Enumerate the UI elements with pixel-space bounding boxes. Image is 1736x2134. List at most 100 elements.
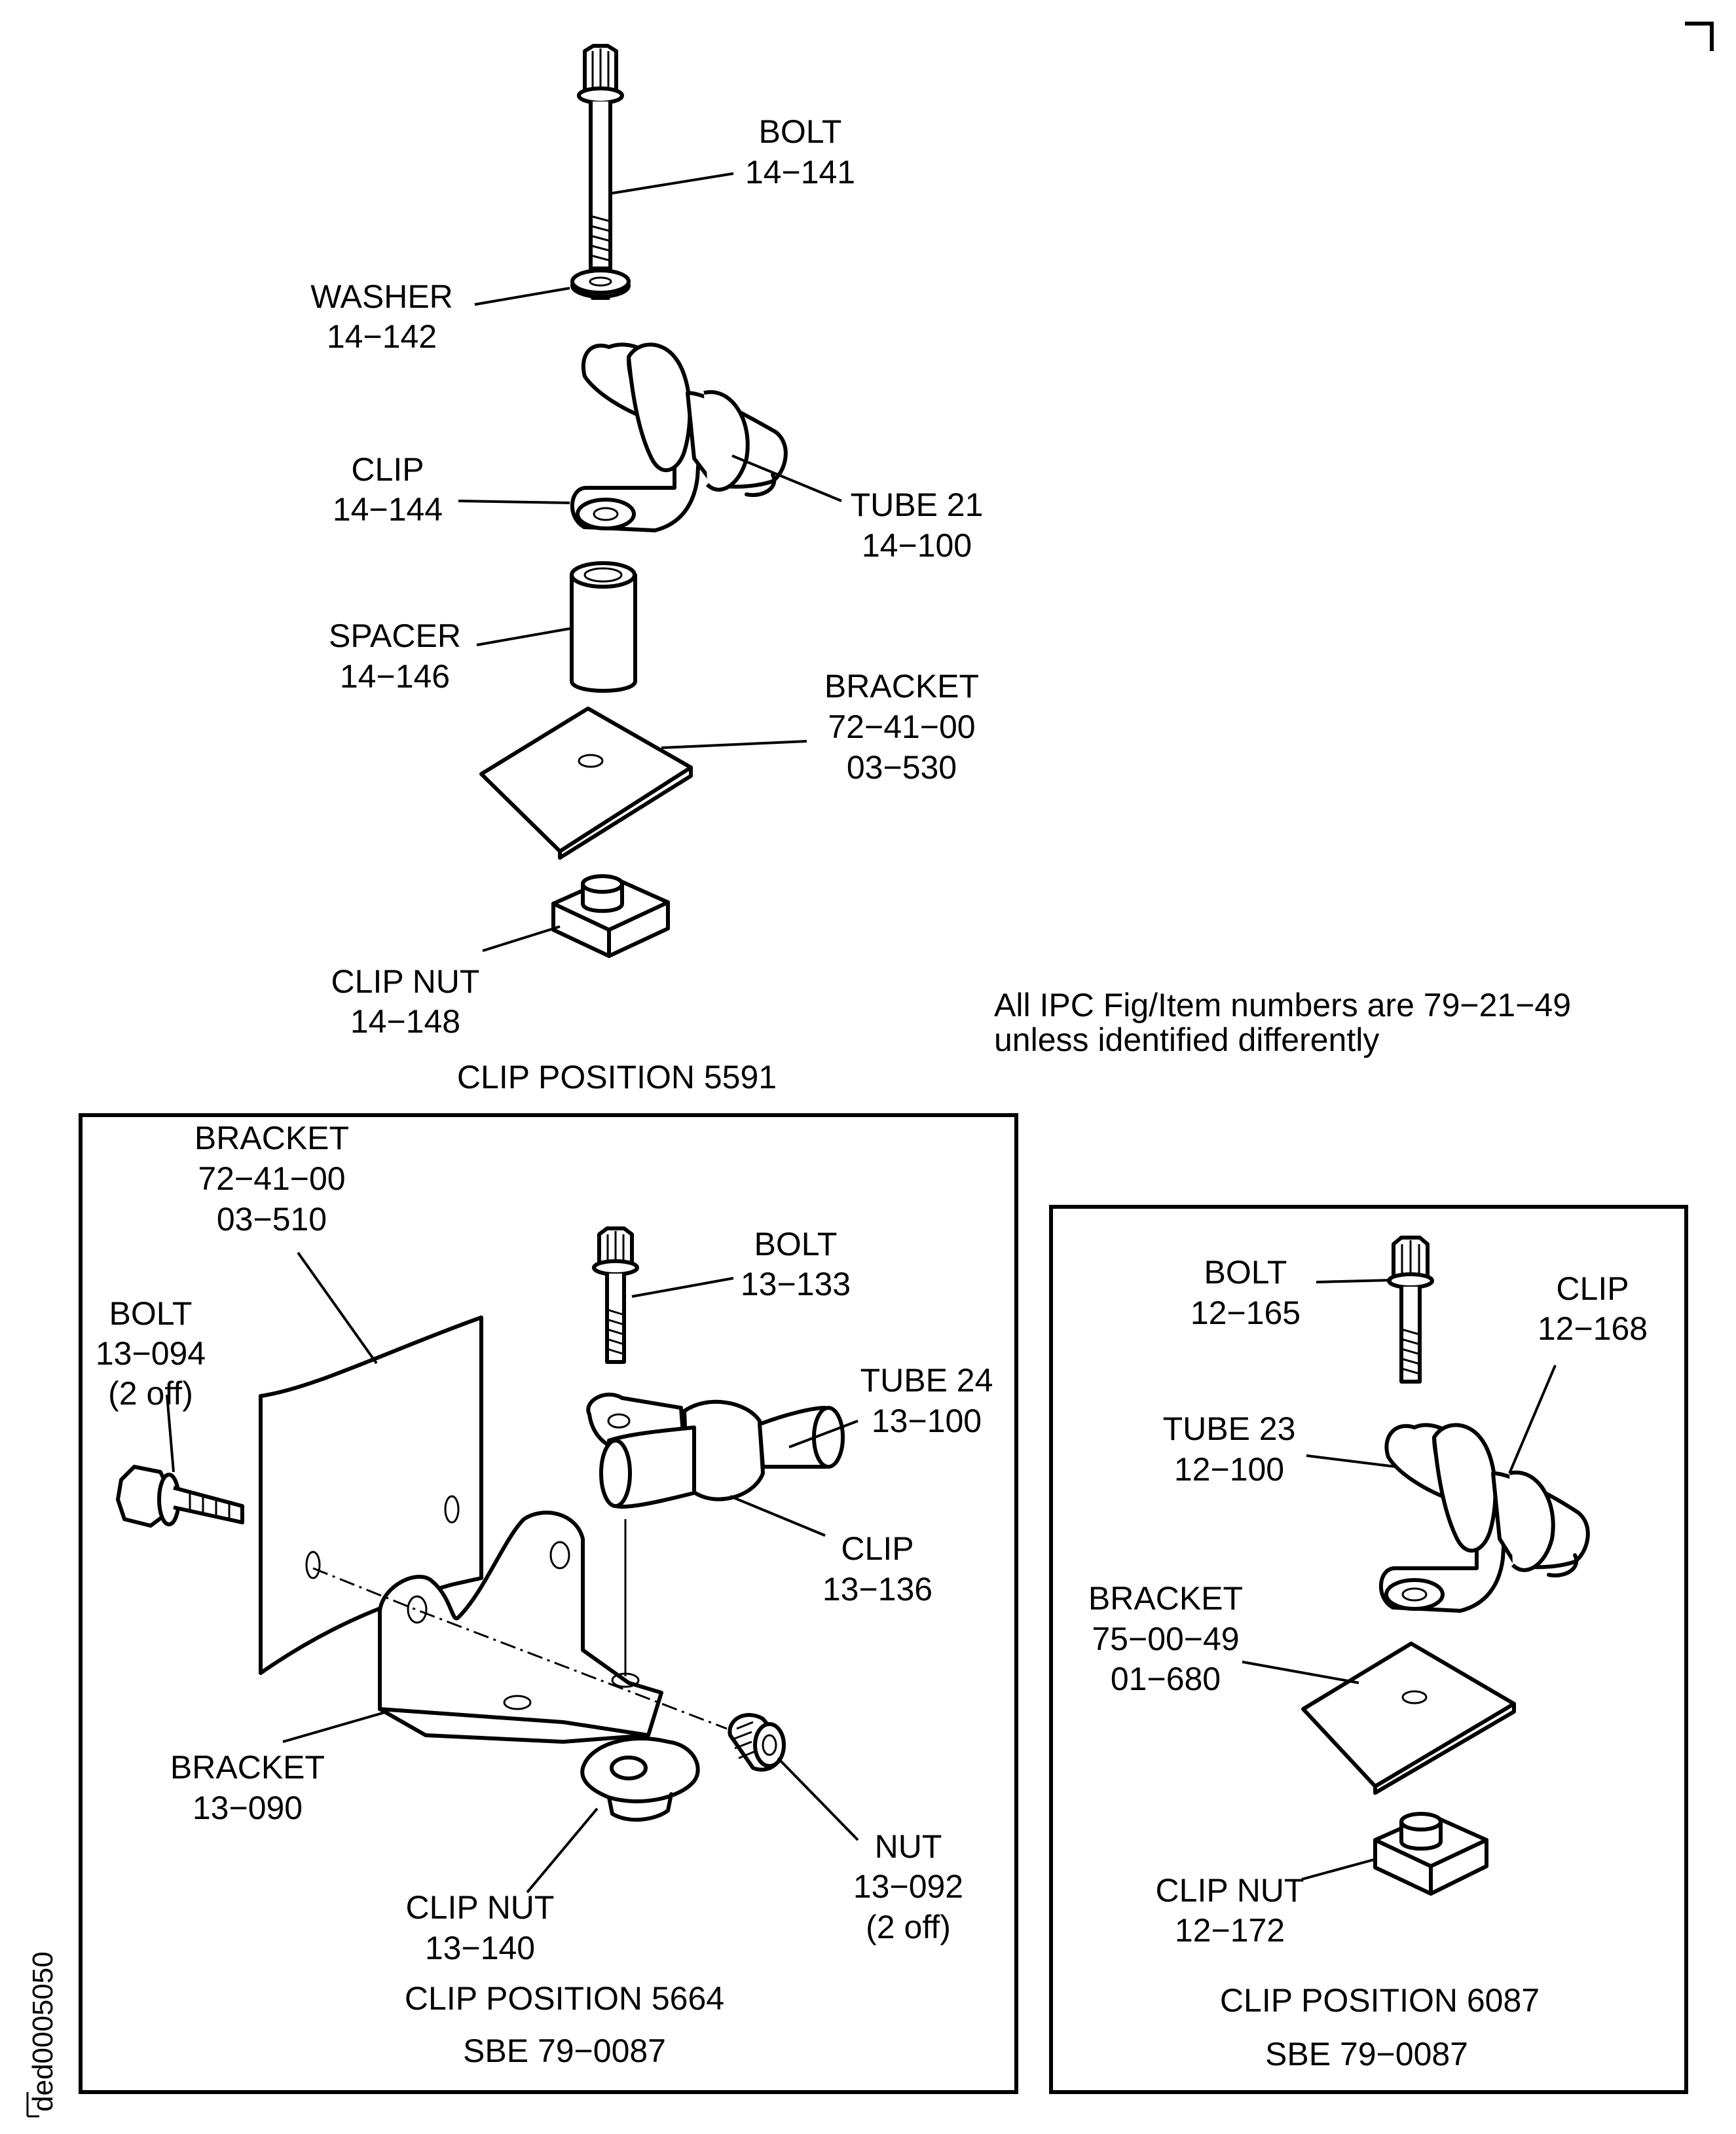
leader-bracket-03-510: [297, 1251, 378, 1365]
label-clipnut-ref: 14−148: [350, 1003, 460, 1040]
label-spacer-name: SPACER: [329, 617, 461, 654]
spacer-14-146: [570, 561, 637, 693]
label-bracket-ref: 13−090: [193, 1790, 303, 1826]
caption-clip-position-5664: CLIP POSITION 5664: [405, 1980, 724, 2017]
label-bolt-ref: 14−141: [745, 154, 855, 191]
clip-nut-14-148: [551, 874, 670, 958]
label-bracket-top-ref2: 03−510: [217, 1201, 327, 1238]
label-bracket-ref2: 01−680: [1111, 1661, 1221, 1697]
leader-bracket-01-680: [1242, 1661, 1359, 1684]
label-clipnut-name: CLIP NUT: [1156, 1872, 1304, 1909]
label-bracket-ref1: 72−41−00: [828, 708, 975, 745]
label-clip-name: CLIP: [841, 1530, 914, 1567]
label-clipnut-ref: 12−172: [1175, 1912, 1285, 1949]
figure-code-mark: [26, 2092, 39, 2118]
bracket-01-680: [1301, 1642, 1516, 1795]
leader-nut-13-092: [777, 1757, 859, 1841]
label-bracket-name: BRACKET: [170, 1749, 325, 1786]
sbe-6087: SBE 79−0087: [1265, 2036, 1468, 2072]
label-clipnut-ref: 13−140: [425, 1930, 535, 1966]
tube-23: [1491, 1470, 1590, 1577]
leader-bolt-12-165: [1316, 1279, 1392, 1283]
leader-bolt-14-141: [612, 172, 734, 194]
label-bolt-left-ref: 13−094: [96, 1335, 206, 1372]
bolt-14-141: [577, 44, 624, 270]
label-tube-name: TUBE 23: [1163, 1410, 1296, 1447]
corner-mark: [1685, 22, 1714, 51]
tube-24: [599, 1406, 845, 1509]
clip-12-168: [1378, 1423, 1508, 1613]
leader-bolt-13-094: [166, 1394, 175, 1473]
bolt-13-094: [116, 1465, 244, 1528]
sbe-5664: SBE 79−0087: [463, 2033, 666, 2069]
label-clipnut-name: CLIP NUT: [331, 963, 480, 1000]
label-bracket-name: BRACKET: [824, 668, 979, 705]
label-tube-name: TUBE 24: [860, 1362, 993, 1399]
label-tube-name: TUBE 21: [851, 487, 984, 523]
bracket-03-530: [479, 707, 693, 860]
frame-clip-position-5664: [79, 1113, 1018, 2094]
note-line-2: unless identified differently: [994, 1021, 1379, 1058]
clip-nut-12-172: [1373, 1812, 1488, 1896]
label-clip-ref: 14−144: [333, 491, 443, 528]
leader-clip-14-144: [458, 500, 570, 504]
label-bolt-ref: 13−133: [741, 1266, 851, 1302]
washer-14-142: [570, 268, 631, 300]
centreline-5664: [312, 1567, 728, 1730]
label-clip-ref: 13−136: [822, 1571, 933, 1608]
label-clip-name: CLIP: [1556, 1270, 1629, 1307]
label-clip-ref: 12−168: [1538, 1310, 1648, 1347]
label-tube-ref: 14−100: [862, 527, 972, 564]
label-bolt-name: BOLT: [754, 1226, 838, 1262]
group-clip-position-5591: BOLT 14−141 WASHER 14−142 CLIP 14−144 TU…: [310, 44, 984, 1095]
label-bracket-ref1: 75−00−49: [1092, 1621, 1239, 1657]
bolt-13-133: [592, 1226, 639, 1364]
clip-nut-13-140: [580, 1736, 700, 1822]
bolt-12-165: [1387, 1236, 1434, 1384]
leader-tube-21: [731, 454, 842, 502]
clip-14-144: [570, 342, 703, 532]
bracket-13-090: [378, 1511, 663, 1744]
leader-tube-24: [788, 1420, 859, 1448]
leader-spacer-14-146: [476, 627, 570, 646]
leader-bracket-03-530: [661, 740, 807, 749]
label-nut-ref: 13−092: [853, 1868, 963, 1905]
leader-clip-nut-13-140: [526, 1807, 599, 1894]
label-bracket-ref2: 03−530: [847, 749, 957, 786]
label-tube-ref: 12−100: [1174, 1451, 1284, 1488]
group-clip-position-6087: BOLT 12−165 CLIP 12−168 TUBE 23 12−100 B…: [1049, 1205, 1688, 2094]
leader-clip-nut-12-172: [1301, 1858, 1375, 1881]
caption-clip-position-5591: CLIP POSITION 5591: [457, 1059, 777, 1095]
label-bracket-name: BRACKET: [1088, 1580, 1243, 1617]
nut-13-092: [728, 1713, 786, 1772]
label-clip-name: CLIP: [351, 451, 424, 488]
tube-21: [686, 390, 788, 497]
leader-clip-nut-14-148: [482, 925, 561, 952]
label-bolt-name: BOLT: [1204, 1254, 1287, 1291]
label-bolt-left-name: BOLT: [109, 1295, 193, 1332]
caption-clip-position-6087: CLIP POSITION 6087: [1220, 1982, 1540, 2019]
label-bracket-top-ref1: 72−41−00: [198, 1160, 345, 1197]
frame-clip-position-6087: [1049, 1205, 1688, 2094]
leader-bracket-13-090: [282, 1711, 386, 1743]
label-washer-ref: 14−142: [327, 318, 437, 355]
label-bolt-name: BOLT: [759, 113, 842, 150]
leader-washer-14-142: [474, 287, 570, 306]
label-washer-name: WASHER: [310, 278, 453, 315]
leader-bolt-13-133: [631, 1277, 734, 1298]
group-clip-position-5664: BRACKET 72−41−00 03−510 BOLT 13−094 (2 o…: [79, 1113, 1018, 2094]
label-nut-name: NUT: [875, 1828, 942, 1865]
note-line-1: All IPC Fig/Item numbers are 79−21−49: [994, 987, 1571, 1023]
label-clipnut-name: CLIP NUT: [406, 1889, 555, 1926]
label-bolt-ref: 12−165: [1191, 1295, 1301, 1331]
leader-tube-23: [1306, 1454, 1397, 1468]
label-bracket-top-name: BRACKET: [194, 1120, 349, 1156]
leader-clip-13-136: [729, 1495, 826, 1537]
label-bolt-left-qty: (2 off): [108, 1375, 193, 1412]
leader-clip-12-168: [1508, 1365, 1557, 1474]
label-spacer-ref: 14−146: [340, 658, 450, 695]
label-nut-qty: (2 off): [866, 1909, 951, 1945]
figure-code: ded0005050: [27, 1951, 59, 2112]
label-tube-ref: 13−100: [872, 1403, 982, 1439]
